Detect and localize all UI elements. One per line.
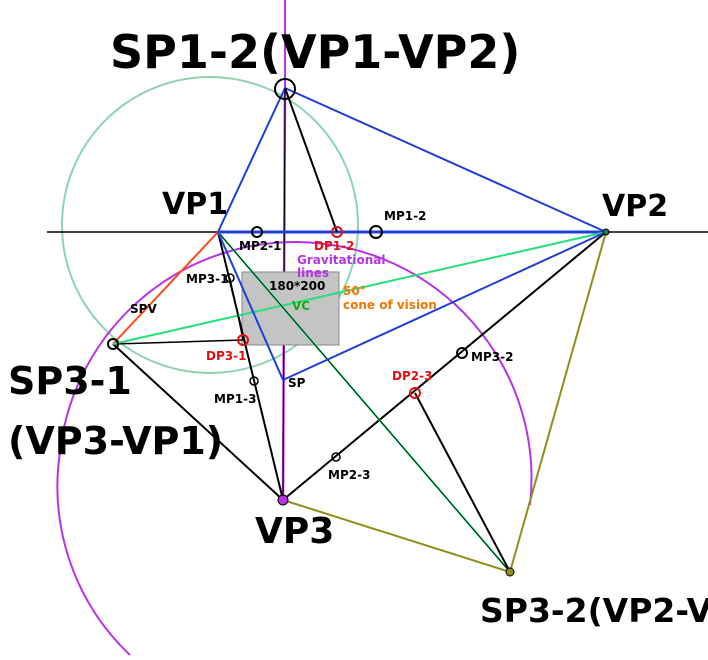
dp12-marker: [331, 226, 343, 238]
sp31-dp31-line: [112, 339, 244, 345]
sp31-marker: [107, 338, 119, 350]
vp1-sp12-line: [217, 87, 286, 233]
label-mp13: MP1-3: [214, 392, 256, 406]
vp1-vp3-line: [217, 231, 284, 501]
vp2-sp32-line: [509, 231, 607, 573]
sp32-marker: [505, 567, 515, 577]
mp23-marker: [331, 452, 341, 462]
mp31-marker: [225, 273, 235, 283]
label-sp12: SP1-2(VP1-VP2): [110, 25, 520, 79]
label-mp23: MP2-3: [328, 468, 370, 482]
vp1-sp-line: [217, 231, 284, 381]
vp1-sp32-core: [217, 231, 511, 573]
label-gravitational-line1: Gravitational: [297, 253, 385, 267]
vp1-sp31-line: [112, 231, 219, 345]
mp32-marker: [456, 347, 468, 359]
vp3-marker: [277, 494, 289, 506]
label-vp2: VP2: [602, 189, 668, 224]
mp12-marker: [369, 225, 383, 239]
label-sp31-line2: (VP3-VP1): [8, 419, 223, 463]
picture-frame-box: [241, 271, 340, 346]
vp3-measuring-arc: [56, 241, 533, 656]
dp23-sp32-line: [414, 392, 511, 573]
label-vp3: VP3: [255, 511, 334, 552]
mp21-marker: [251, 226, 263, 238]
label-size: 180*200: [269, 279, 325, 293]
dp31-marker: [237, 334, 249, 346]
label-spv: SPV: [130, 302, 157, 316]
label-cone-line1: 50°: [343, 284, 366, 298]
label-mp21: MP2-1: [239, 239, 281, 253]
dp23-marker: [409, 387, 421, 399]
sp31-vp2-line: [112, 231, 607, 345]
label-gravitational-line2: lines: [297, 266, 329, 280]
vp1-vp2-measuring-circle: [61, 76, 359, 374]
label-sp: SP: [288, 376, 306, 390]
sp12-dp12-line: [284, 87, 338, 233]
label-sp31-line1: SP3-1: [8, 359, 132, 403]
label-dp12: DP1-2: [314, 239, 354, 253]
label-cone-line2: cone of vision: [343, 298, 437, 312]
label-vp1: VP1: [162, 187, 228, 222]
label-mp32: MP3-2: [471, 350, 513, 364]
sp-vp2-line: [282, 231, 607, 381]
label-vc: VC: [292, 299, 310, 313]
vp3-sp32-line: [282, 499, 511, 573]
label-mp31: MP3-1: [186, 272, 228, 286]
mp31-dp31-line: [229, 277, 244, 341]
sp12-vp2-line: [284, 87, 607, 233]
mp13-marker: [249, 376, 259, 386]
label-sp32: SP3-2(VP2-VP3): [480, 591, 708, 630]
sp31-vp3-line: [112, 343, 284, 501]
label-dp31: DP3-1: [206, 349, 246, 363]
label-dp23: DP2-3: [392, 369, 432, 383]
vp2-vp3-line: [282, 231, 607, 501]
sp12-marker: [274, 78, 296, 100]
vp2-marker: [602, 228, 610, 236]
label-mp12: MP1-2: [384, 209, 426, 223]
